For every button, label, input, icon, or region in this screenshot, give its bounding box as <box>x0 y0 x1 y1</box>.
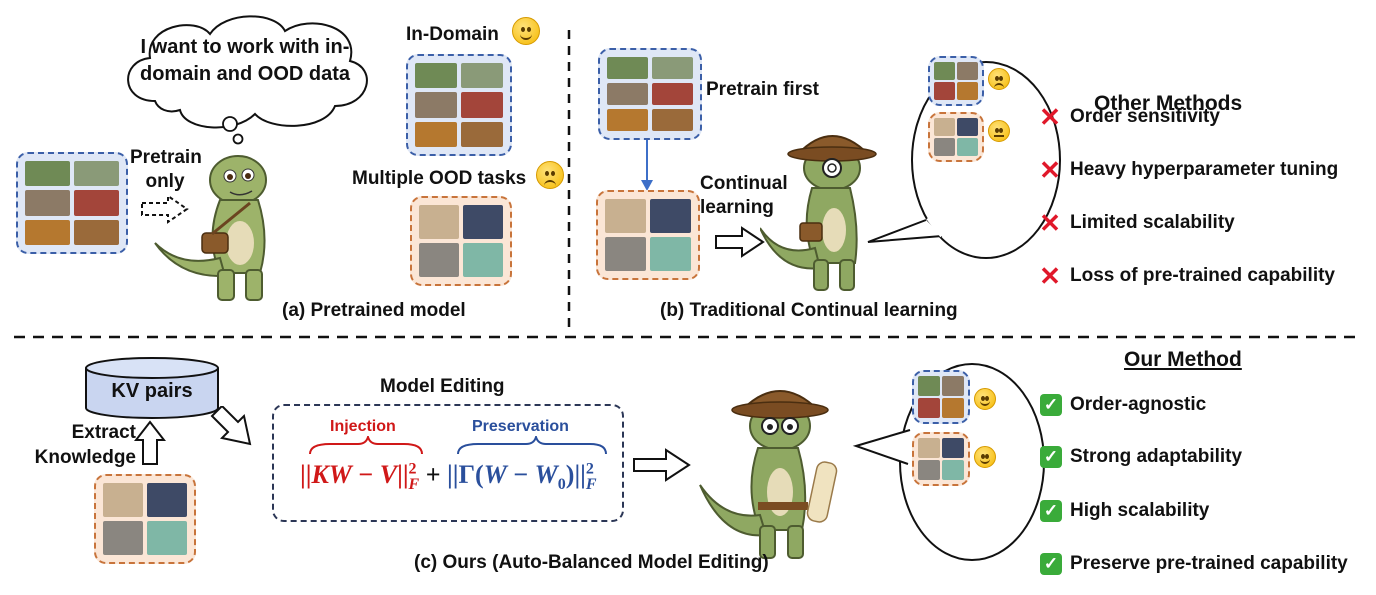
our-method-item: ✓High scalability <box>1040 500 1209 522</box>
down-arrow-icon <box>641 140 653 191</box>
extract-image-set <box>94 474 196 564</box>
our-method-item: ✓Strong adaptability <box>1040 446 1242 468</box>
speech-bubble-b <box>867 61 1061 259</box>
caption-a: (a) Pretrained model <box>282 300 466 321</box>
dashed-arrow-icon <box>141 194 189 224</box>
neutral-emoji-icon-b <box>988 120 1010 142</box>
in-domain-label: In-Domain <box>406 24 499 45</box>
frown-emoji-icon <box>536 161 564 189</box>
thought-text: I want to work with in-domain and OOD da… <box>139 36 351 85</box>
cross-icon: ✕ <box>1039 208 1061 238</box>
bubble-c-ood-set <box>912 432 970 486</box>
other-method-item: ✕Order sensitivity <box>1039 102 1220 132</box>
objective-formula: ||KW − V||2F + ||Γ(W − W0)||2F <box>300 460 597 494</box>
cross-icon: ✕ <box>1039 155 1061 185</box>
caption-c: (c) Ours (Auto-Balanced Model Editing) <box>414 552 769 573</box>
model-editing-box <box>272 404 624 522</box>
our-method-item: ✓Order-agnostic <box>1040 394 1206 416</box>
ood-image-set <box>410 196 512 286</box>
bubble-c-in-domain-set <box>912 370 970 424</box>
up-arrow-icon <box>134 420 166 465</box>
frown-emoji-icon-b <box>988 68 1010 90</box>
other-method-item: ✕Heavy hyperparameter tuning <box>1039 155 1339 185</box>
bubble-b-in-domain-set <box>928 56 984 106</box>
other-method-item: ✕Loss of pre-trained capability <box>1039 261 1335 291</box>
check-icon: ✓ <box>1040 553 1062 575</box>
right-arrow-icon <box>715 226 765 258</box>
pretrain-image-set <box>16 152 128 254</box>
smile-emoji-icon-c2 <box>974 446 996 468</box>
pretrain-first-label: Pretrain first <box>706 79 819 100</box>
continual-learning-label: Continual learning <box>700 173 788 218</box>
cross-icon: ✕ <box>1039 261 1061 291</box>
pretrain-first-image-set <box>598 48 702 140</box>
our-method-item: ✓Preserve pre-trained capability <box>1040 553 1348 575</box>
model-editing-title: Model Editing <box>380 376 505 397</box>
other-methods-title: Other Methods <box>1094 92 1243 115</box>
kv-database-icon <box>85 357 219 419</box>
injection-label: Injection <box>330 418 396 435</box>
check-icon: ✓ <box>1040 446 1062 468</box>
caption-b: (b) Traditional Continual learning <box>660 300 958 321</box>
preservation-label: Preservation <box>472 418 569 435</box>
bubble-b-ood-set <box>928 112 984 162</box>
pretrain-only-label: Pretrain only <box>130 147 202 192</box>
dino-icon <box>154 155 267 301</box>
right-arrow-icon-c <box>633 448 691 482</box>
smile-emoji-icon <box>512 17 540 45</box>
formula-braces <box>309 436 607 455</box>
extract-knowledge-label: Extract Knowledge <box>34 422 136 468</box>
kv-pairs-label: KV pairs <box>111 380 193 402</box>
ood-tasks-label: Multiple OOD tasks <box>352 168 527 189</box>
in-domain-image-set <box>406 54 512 156</box>
check-icon: ✓ <box>1040 394 1062 416</box>
continual-image-set <box>596 190 700 280</box>
explorer-dino-map-icon <box>699 390 838 559</box>
other-method-item: ✕Limited scalability <box>1039 208 1235 238</box>
explorer-dino-dizzy-icon <box>760 135 877 291</box>
thought-cloud <box>127 15 368 145</box>
smile-emoji-icon-c1 <box>974 388 996 410</box>
our-method-title: Our Method <box>1124 348 1242 371</box>
diagonal-arrow-icon <box>210 406 252 446</box>
cross-icon: ✕ <box>1039 102 1061 132</box>
check-icon: ✓ <box>1040 500 1062 522</box>
